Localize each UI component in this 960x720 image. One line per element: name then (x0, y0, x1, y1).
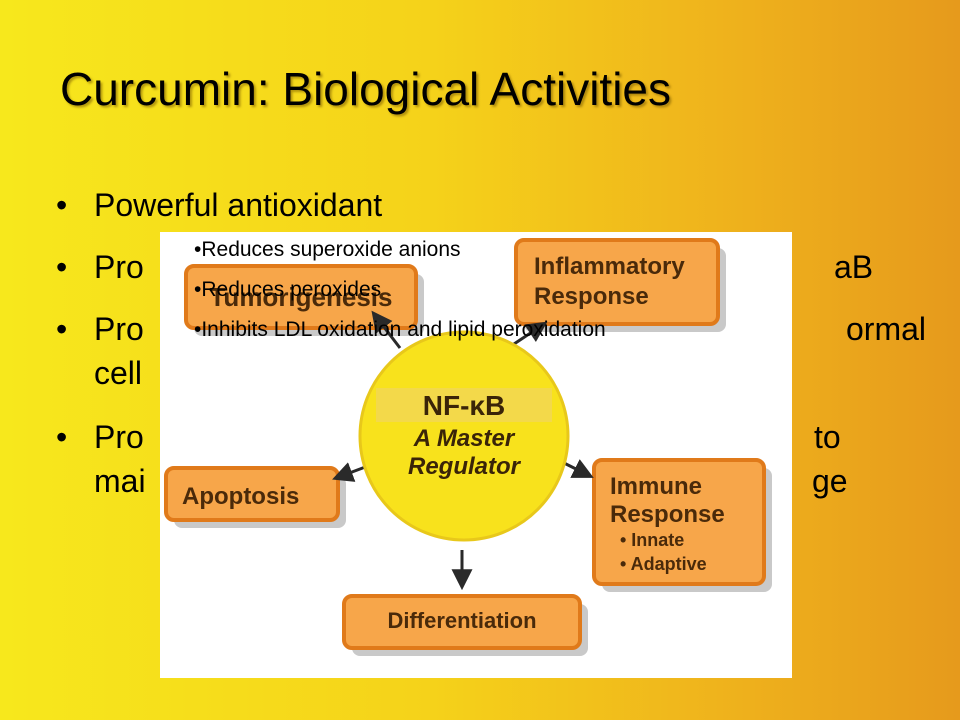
hub-title: NF-κB (423, 390, 505, 421)
bullet-text-fragment: mai (94, 463, 146, 499)
box-label-response: Response (534, 283, 649, 310)
nfkb-hub: NF-κB A Master Regulator (358, 330, 570, 542)
slide-title: Curcumin: Biological Activities (60, 63, 672, 115)
arrow-to-tumorigenesis (371, 310, 402, 349)
note-item: •Inhibits LDL oxidation and lipid peroxi… (194, 318, 606, 341)
bullet-dot: • (56, 419, 68, 455)
note-item: •Reduces peroxides (194, 278, 382, 301)
box-immune-response: Immune Response • Innate • Adaptive (592, 458, 772, 592)
hub-line-3: Regulator (408, 453, 522, 480)
bullet-dot: • (56, 249, 68, 285)
arrow-to-inflammatory (513, 321, 548, 346)
box-tumorigenesis: Tumorigenesis (184, 264, 424, 336)
bullet-text: Pro (94, 249, 144, 285)
bullet-text-fragment: cell (94, 355, 143, 391)
arrow-to-immune (561, 459, 594, 478)
bullet-dot: • (56, 311, 68, 347)
bullet-text: Pro (94, 311, 144, 347)
box-label-immune: Immune (610, 473, 702, 500)
bullet-text: Powerful antioxidant (94, 187, 383, 223)
note-item: •Reduces superoxide anions (194, 238, 461, 261)
box-label-immune-response: Response (610, 501, 725, 528)
bullet-text-fragment: ge (812, 463, 848, 499)
box-label-differentiation: Differentiation (387, 608, 536, 633)
bullet-text-fragment: ormal (846, 311, 927, 347)
box-label-inflammatory: Inflammatory (534, 253, 685, 280)
bullet-text-fragment: to (814, 419, 841, 455)
bullet-text-fragment: aB (834, 249, 874, 285)
bullet-dot: • (56, 187, 68, 223)
box-label-tumorigenesis: Tumorigenesis (209, 282, 392, 312)
nfkb-diagram: Tumorigenesis Inflammatory Response Apop… (160, 232, 792, 678)
bullet-text: Pro (94, 419, 144, 455)
box-label-apoptosis: Apoptosis (182, 483, 299, 510)
box-differentiation: Differentiation (342, 594, 588, 656)
box-label-innate: • Innate (620, 530, 684, 550)
box-label-adaptive: • Adaptive (620, 554, 707, 574)
box-inflammatory-response: Inflammatory Response (514, 238, 726, 332)
nfkb-diagram-svg: Tumorigenesis Inflammatory Response Apop… (164, 238, 772, 656)
box-apoptosis: Apoptosis (164, 466, 346, 528)
hub-line-2: A Master (413, 425, 516, 452)
arrow-to-apoptosis (332, 462, 369, 482)
